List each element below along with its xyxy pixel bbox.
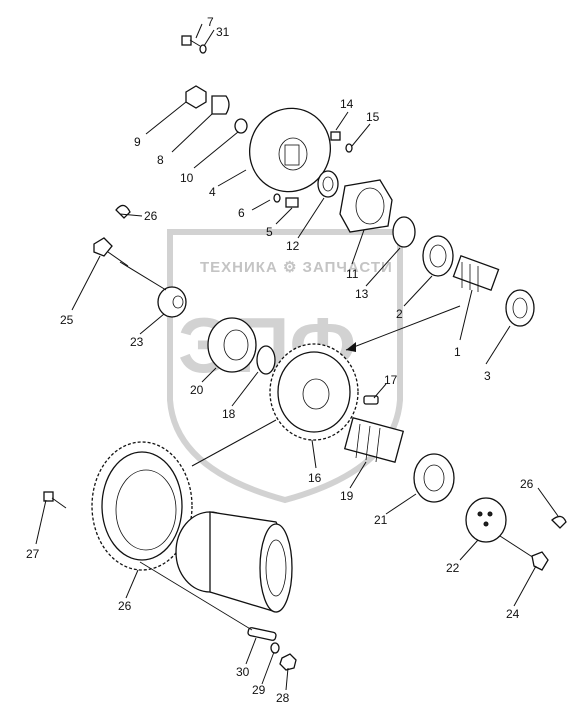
callout-7: 7 <box>207 15 214 29</box>
callout-3: 3 <box>484 369 491 383</box>
pinion-shaft-1 <box>452 254 500 292</box>
ring-gear-27 <box>91 441 193 571</box>
callout-14: 14 <box>340 97 354 111</box>
callout-18: 18 <box>222 407 236 421</box>
housing-11 <box>339 179 393 233</box>
bolt-5 <box>285 197 299 208</box>
plate-22 <box>465 497 507 543</box>
washer-32 <box>199 44 207 54</box>
clip-26-upper <box>115 204 131 219</box>
callout-12: 12 <box>286 239 300 253</box>
callout-22: 22 <box>446 561 460 575</box>
washer-15 <box>345 143 353 153</box>
nut-29 <box>279 653 297 671</box>
key-17 <box>363 395 379 405</box>
watermark-text: ТЕХНИКА ⚙ ЗАПЧАСТИ <box>200 259 393 276</box>
o-ring-13 <box>392 216 416 248</box>
callout-27: 26 <box>118 599 132 613</box>
pin-31 <box>247 627 277 641</box>
callout-13: 13 <box>355 287 369 301</box>
callout-1: 1 <box>454 345 461 359</box>
bearing-21 <box>413 453 455 503</box>
nut-9 <box>185 85 207 109</box>
bearing-2 <box>422 235 454 277</box>
callout-28: 27 <box>26 547 40 561</box>
washer-6 <box>273 193 281 203</box>
callout-2: 2 <box>396 307 403 321</box>
callout-5: 5 <box>266 225 273 239</box>
bolt-28 <box>43 491 67 509</box>
callout-26-upper: 26 <box>144 209 158 223</box>
shaft-19 <box>343 417 405 463</box>
callout-4: 4 <box>209 185 216 199</box>
seal-12 <box>317 170 339 198</box>
callout-17: 17 <box>384 373 398 387</box>
gear-16 <box>269 343 359 441</box>
callout-26-lower: 26 <box>520 477 534 491</box>
leader-lines <box>35 23 559 691</box>
bearing-3 <box>505 289 535 327</box>
callout-19: 19 <box>340 489 354 503</box>
washer-30 <box>270 642 280 654</box>
callout-10: 10 <box>180 171 194 185</box>
callout-11: 11 <box>346 267 359 281</box>
callout-16: 16 <box>308 471 322 485</box>
lock-plate-8 <box>211 95 230 115</box>
callout-21: 21 <box>374 513 388 527</box>
callout-29: 28 <box>276 691 290 705</box>
bolt-14 <box>330 131 341 141</box>
callout-6: 6 <box>238 206 245 220</box>
bolt-25 <box>93 237 129 267</box>
clip-26-lower <box>551 515 567 529</box>
callout-8: 8 <box>157 153 164 167</box>
bolt-24 <box>499 535 549 571</box>
callout-23: 23 <box>130 335 144 349</box>
callout-20: 20 <box>190 383 204 397</box>
callout-25: 25 <box>60 313 74 327</box>
washer-10 <box>234 118 248 134</box>
callout-15: 15 <box>366 110 380 124</box>
callouts: 7 31 9 8 10 4 6 5 14 15 12 11 13 2 1 3 2… <box>26 15 534 705</box>
carrier-housing <box>175 511 293 613</box>
watermark-shield <box>167 229 403 504</box>
bolt-7 <box>181 35 201 47</box>
cap-23 <box>157 286 187 318</box>
cover-plate-4 <box>248 107 332 193</box>
bearing-20 <box>207 317 257 373</box>
callout-30: 29 <box>252 683 266 697</box>
spacer-18 <box>256 345 276 375</box>
callout-24: 24 <box>506 607 520 621</box>
assembly-lines <box>119 261 461 631</box>
callout-31: 30 <box>236 665 250 679</box>
callout-9: 9 <box>134 135 141 149</box>
callout-32: 31 <box>216 25 230 39</box>
